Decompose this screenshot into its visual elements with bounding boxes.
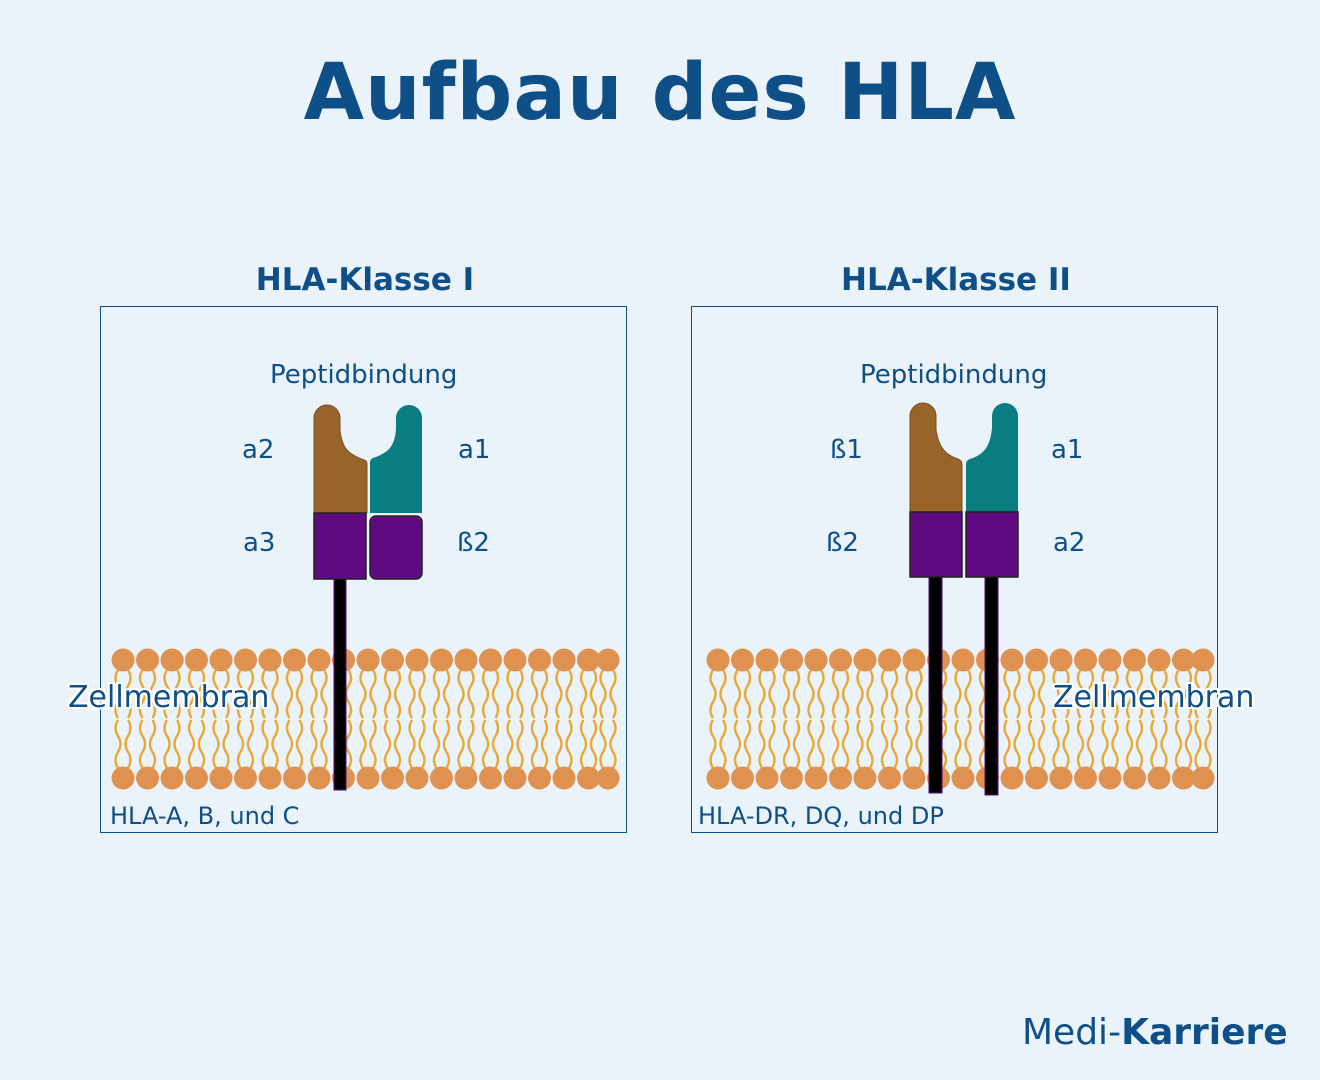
panel-class-1: [100, 306, 627, 833]
domain-label-b1: ß1: [830, 435, 863, 465]
domain-label-b2: ß2: [826, 528, 859, 558]
hla-class-1-molecule: [313, 404, 423, 791]
domain-label-a2-class2: a2: [1053, 528, 1086, 558]
medi-karriere-logo: Medi-Karriere: [1022, 1012, 1288, 1053]
cell-membrane-label-1: Zellmembran: [68, 680, 270, 715]
cell-membrane-2: [705, 647, 1216, 791]
cell-membrane-label-2: Zellmembran: [1053, 680, 1255, 715]
panel-class-2: [691, 306, 1218, 833]
logo-part-2: Karriere: [1121, 1012, 1288, 1053]
panel-title-class-2: HLA-Klasse II: [841, 262, 1071, 298]
domain-label-a1-class2: a1: [1051, 435, 1084, 465]
domain-label-a3: a3: [243, 528, 276, 558]
cell-membrane-1: [110, 647, 621, 791]
panel-title-class-1: HLA-Klasse I: [255, 262, 475, 298]
peptide-binding-label-2: Peptidbindung: [860, 360, 1048, 390]
subtypes-label-1: HLA-A, B, und C: [110, 802, 300, 830]
domain-label-b2-microglobulin: ß2: [457, 528, 490, 558]
diagram-title: Aufbau des HLA: [303, 48, 1017, 138]
domain-label-a1: a1: [458, 435, 491, 465]
logo-part-1: Medi-: [1022, 1012, 1122, 1053]
domain-label-a2: a2: [242, 435, 275, 465]
subtypes-label-2: HLA-DR, DQ, und DP: [698, 802, 944, 830]
hla-class-2-molecule: [909, 402, 1019, 796]
peptide-binding-label-1: Peptidbindung: [270, 360, 458, 390]
